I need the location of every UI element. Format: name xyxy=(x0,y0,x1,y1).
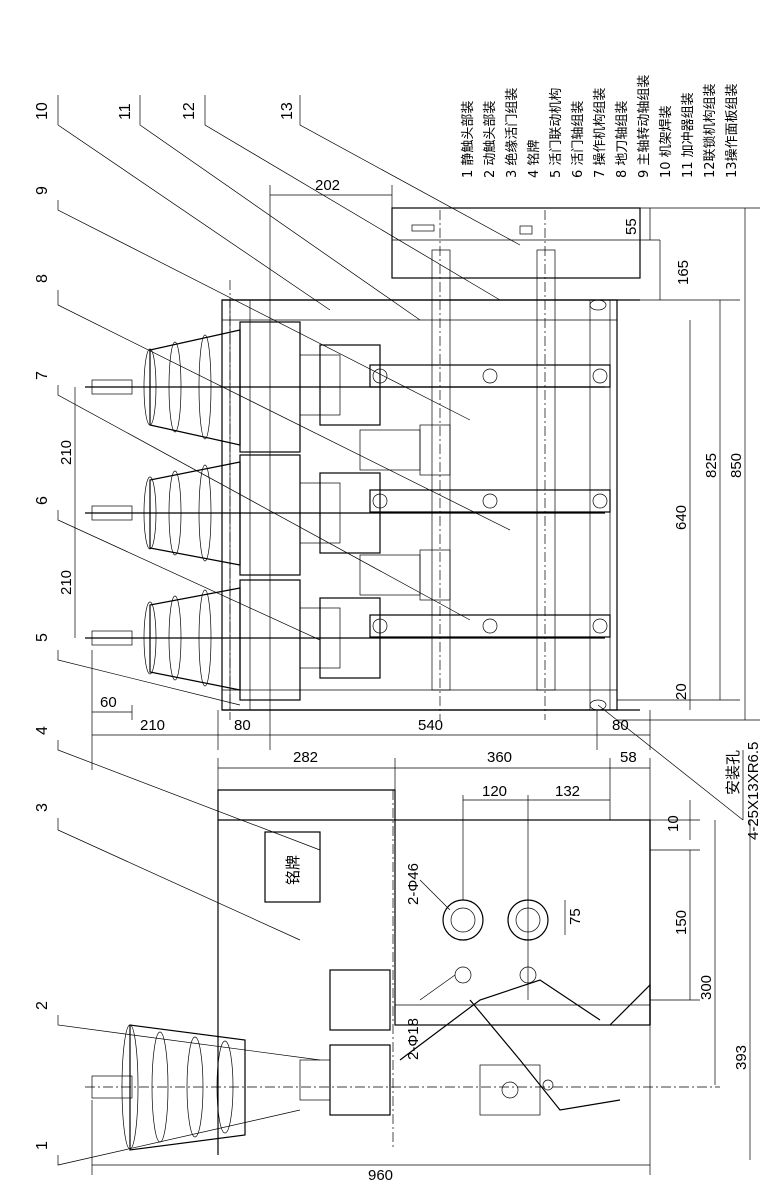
leader-label-13: 13 xyxy=(279,102,296,120)
legend-item-3: 3 绝缘活门组装 xyxy=(504,88,520,178)
dim-132: 132 xyxy=(555,783,580,800)
leader-label-3: 3 xyxy=(34,803,51,812)
legend-item-1: 1 静触头部装 xyxy=(461,101,476,178)
dim-300: 300 xyxy=(698,975,715,1000)
pole-3 xyxy=(85,579,611,701)
dim-640: 640 xyxy=(673,505,690,530)
hole-46-label: 2-Φ46 xyxy=(405,863,422,905)
legend-item-4: 4 铭牌 xyxy=(526,140,542,178)
leader-label-9: 9 xyxy=(34,186,51,195)
legend-item-10: 10 机架焊装 xyxy=(658,105,674,178)
leader-label-6: 6 xyxy=(34,496,51,505)
dim-393: 393 xyxy=(733,1045,750,1070)
dim-10: 10 xyxy=(665,815,682,832)
dim-210-c: 210 xyxy=(140,717,165,734)
leader-lines xyxy=(57,95,521,1166)
dim-360: 360 xyxy=(487,749,512,766)
leader-label-12: 12 xyxy=(181,102,198,120)
pole-2 xyxy=(85,454,611,576)
mount-holes-spec: 4-25X13XR6.5 xyxy=(745,742,762,840)
dim-75: 75 xyxy=(567,908,584,925)
nameplate-plate xyxy=(264,831,321,903)
parts-legend: 1 静触头部装 2 动触头部装 3 绝缘活门组装 4 铭牌 5 活门联动机构 6… xyxy=(461,75,740,178)
leader-label-1: 1 xyxy=(34,1141,51,1150)
dim-80-b: 80 xyxy=(612,717,629,734)
pole-1 xyxy=(85,321,611,453)
dim-825: 825 xyxy=(703,453,720,478)
leader-label-5: 5 xyxy=(34,633,51,642)
dim-120: 120 xyxy=(482,783,507,800)
legend-item-5: 5 活门联动机构 xyxy=(549,88,564,178)
dim-55: 55 xyxy=(623,218,640,235)
dim-540: 540 xyxy=(418,717,443,734)
leader-label-11: 11 xyxy=(117,103,134,120)
leader-label-2: 2 xyxy=(34,1001,51,1010)
dim-210-b: 210 xyxy=(58,570,75,595)
legend-item-7: 7 操作机构组装 xyxy=(592,88,608,178)
legend-item-9: 9 主轴转动轴组装 xyxy=(637,75,652,178)
legend-item-13: 13操作面板组装 xyxy=(724,83,740,178)
dim-282: 282 xyxy=(293,749,318,766)
hole-18-label: 2-Φ18 xyxy=(405,1018,422,1060)
legend-item-11: 11 加冲器组装 xyxy=(681,92,696,178)
legend-item-12: 12联锁机构组装 xyxy=(702,83,718,178)
dim-202: 202 xyxy=(315,177,340,194)
mount-holes-label: 安装孔 xyxy=(725,750,742,795)
legend-item-8: 8 地刀轴组装 xyxy=(615,101,630,178)
dim-58: 58 xyxy=(620,749,637,766)
hole-callouts: 2-Φ46 2-Φ18 xyxy=(405,863,456,1060)
dim-150: 150 xyxy=(673,910,690,935)
legend-item-2: 2 动触头部装 xyxy=(483,101,498,178)
dim-60: 60 xyxy=(100,694,117,711)
leader-label-8: 8 xyxy=(34,274,51,283)
dimensions-side: 282 360 58 120 132 10 75 150 300 393 960 xyxy=(91,749,751,1184)
mounting-holes-note: 安装孔 4-25X13XR6.5 xyxy=(597,704,762,840)
dim-210-a: 210 xyxy=(58,440,75,465)
top-view xyxy=(85,207,641,720)
legend-item-6: 6 活门轴组装 xyxy=(571,101,586,178)
leader-label-4: 4 xyxy=(34,726,51,735)
dimensions-top: 202 55 165 825 850 640 20 210 210 60 210 xyxy=(58,177,760,770)
side-view: 铭牌 xyxy=(85,789,720,1155)
dim-960: 960 xyxy=(368,1167,393,1184)
dim-850: 850 xyxy=(728,453,745,478)
dim-80-a: 80 xyxy=(234,717,251,734)
nameplate-label: 铭牌 xyxy=(285,855,302,885)
dim-20: 20 xyxy=(673,683,690,700)
leader-labels: 10 11 12 13 9 8 7 6 5 4 3 2 1 xyxy=(34,102,296,1150)
dim-165: 165 xyxy=(675,260,692,285)
leader-label-7: 7 xyxy=(34,371,51,380)
leader-label-10: 10 xyxy=(34,102,51,120)
